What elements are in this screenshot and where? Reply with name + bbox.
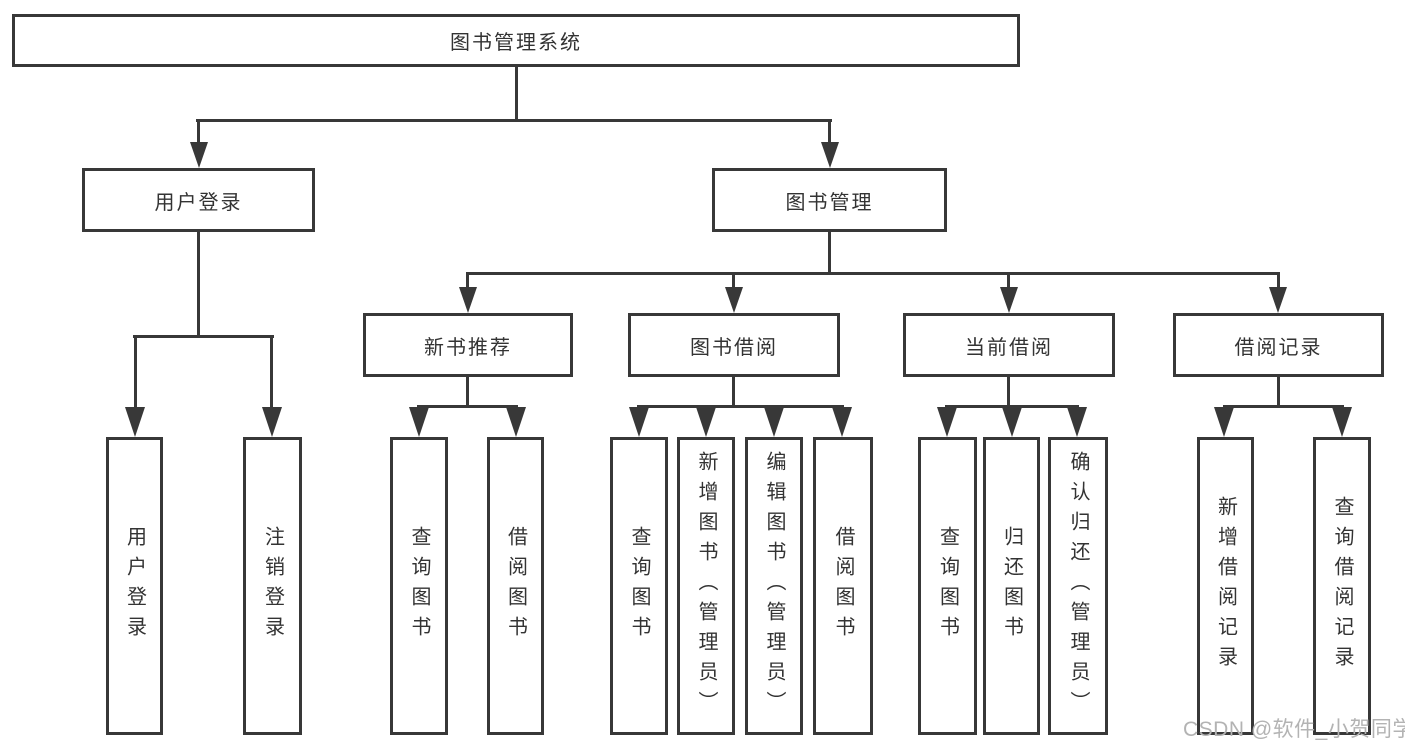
- edge-borrow-rail: [637, 405, 844, 408]
- edge-bookmgmt-drop-3: [1007, 272, 1010, 290]
- arrow-down-icon: [1214, 407, 1234, 437]
- edge-userlogin-drop-1: [134, 335, 137, 409]
- edge-bookmgmt-drop-4: [1277, 272, 1280, 290]
- leaf-logout: 注销登录: [243, 437, 302, 735]
- edge-borrow-stem: [732, 375, 735, 407]
- node-user-login: 用户登录: [82, 168, 315, 232]
- arrow-down-icon: [262, 407, 282, 437]
- leaf-confirm-return-admin: 确认归还（管理员）: [1048, 437, 1108, 735]
- leaf-query-books-current: 查询图书: [918, 437, 977, 735]
- arrow-down-icon: [821, 142, 839, 168]
- leaf-add-borrow-record: 新增借阅记录: [1197, 437, 1254, 735]
- arrow-down-icon: [832, 407, 852, 437]
- arrow-down-icon: [506, 407, 526, 437]
- arrow-down-icon: [725, 287, 743, 313]
- edge-root-rail: [196, 119, 832, 122]
- leaf-borrow-books-recommend: 借阅图书: [487, 437, 544, 735]
- edge-recommend-rail: [417, 405, 518, 408]
- edge-recommend-stem: [466, 375, 469, 407]
- node-new-book-recommend: 新书推荐: [363, 313, 573, 377]
- edge-current-stem: [1007, 375, 1010, 407]
- arrow-down-icon: [764, 407, 784, 437]
- edge-root-drop-right: [828, 119, 831, 145]
- arrow-down-icon: [629, 407, 649, 437]
- arrow-down-icon: [1000, 287, 1018, 313]
- node-book-borrow: 图书借阅: [628, 313, 840, 377]
- arrow-down-icon: [1067, 407, 1087, 437]
- leaf-user-login: 用户登录: [106, 437, 163, 735]
- edge-userlogin-rail: [133, 335, 274, 338]
- node-book-management: 图书管理: [712, 168, 947, 232]
- edge-current-rail: [945, 405, 1079, 408]
- node-borrow-records: 借阅记录: [1173, 313, 1384, 377]
- arrow-down-icon: [459, 287, 477, 313]
- arrow-down-icon: [190, 142, 208, 168]
- edge-records-rail: [1223, 405, 1344, 408]
- edge-userlogin-stem: [197, 230, 200, 337]
- leaf-edit-books-admin: 编辑图书（管理员）: [745, 437, 803, 735]
- edge-root-stem: [515, 66, 518, 122]
- leaf-return-books: 归还图书: [983, 437, 1040, 735]
- arrow-down-icon: [1332, 407, 1352, 437]
- arrow-down-icon: [696, 407, 716, 437]
- leaf-query-books-borrow: 查询图书: [610, 437, 668, 735]
- edge-userlogin-drop-2: [270, 335, 273, 409]
- node-current-borrow: 当前借阅: [903, 313, 1115, 377]
- leaf-query-books-recommend: 查询图书: [390, 437, 448, 735]
- edge-root-drop-left: [197, 119, 200, 145]
- edge-bookmgmt-drop-1: [466, 272, 469, 290]
- arrow-down-icon: [1269, 287, 1287, 313]
- edge-bookmgmt-drop-2: [732, 272, 735, 290]
- arrow-down-icon: [1002, 407, 1022, 437]
- edge-bookmgmt-rail: [466, 272, 1280, 275]
- leaf-borrow-books: 借阅图书: [813, 437, 873, 735]
- edge-records-stem: [1277, 375, 1280, 407]
- watermark-text: CSDN @软件_小贺同学: [1183, 718, 1405, 741]
- edge-bookmgmt-stem: [828, 230, 831, 274]
- arrow-down-icon: [125, 407, 145, 437]
- node-library-system: 图书管理系统: [12, 14, 1020, 67]
- arrow-down-icon: [409, 407, 429, 437]
- leaf-query-borrow-record: 查询借阅记录: [1313, 437, 1371, 735]
- arrow-down-icon: [937, 407, 957, 437]
- leaf-add-books-admin: 新增图书（管理员）: [677, 437, 735, 735]
